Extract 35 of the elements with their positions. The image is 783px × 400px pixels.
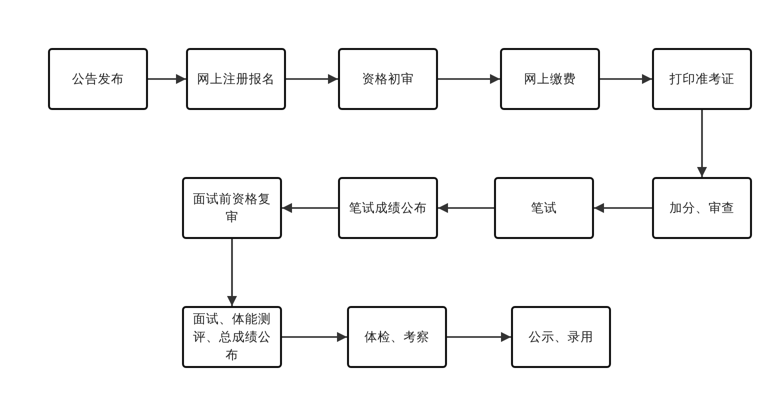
step-label: 笔试成绩公布: [349, 199, 427, 217]
arrow: [697, 110, 707, 177]
arrow: [438, 203, 494, 213]
process-box: [182, 306, 282, 368]
arrow: [227, 239, 237, 306]
arrow: [282, 332, 347, 342]
process-box: [347, 306, 447, 368]
step-label: 公告发布: [72, 70, 124, 88]
step-label: 公示、录用: [528, 328, 594, 346]
step-label: 网上注册报名: [197, 70, 275, 88]
step-label: 网上缴费: [524, 70, 576, 88]
process-box: [182, 177, 282, 239]
arrow: [594, 203, 652, 213]
step-label: 面试前资格复审: [192, 190, 272, 226]
step-label: 资格初审: [362, 70, 414, 88]
step-label: 加分、审查: [670, 199, 734, 217]
process-box: [500, 48, 600, 110]
step-label: 面试、体能测评、总成绩公布: [192, 310, 272, 364]
arrow: [148, 74, 186, 84]
arrow: [282, 203, 338, 213]
process-box: [494, 177, 594, 239]
process-box: [652, 48, 752, 110]
process-box: [186, 48, 286, 110]
step-label: 笔试: [531, 199, 557, 217]
process-box: [511, 306, 611, 368]
step-label: 体检、考察: [364, 328, 430, 346]
arrow: [600, 74, 652, 84]
process-box: [338, 48, 438, 110]
step-label: 打印准考证: [670, 70, 734, 88]
arrow: [438, 74, 500, 84]
arrow: [447, 332, 511, 342]
process-box: [652, 177, 752, 239]
process-box: [338, 177, 438, 239]
arrow: [286, 74, 338, 84]
process-box: [48, 48, 148, 110]
